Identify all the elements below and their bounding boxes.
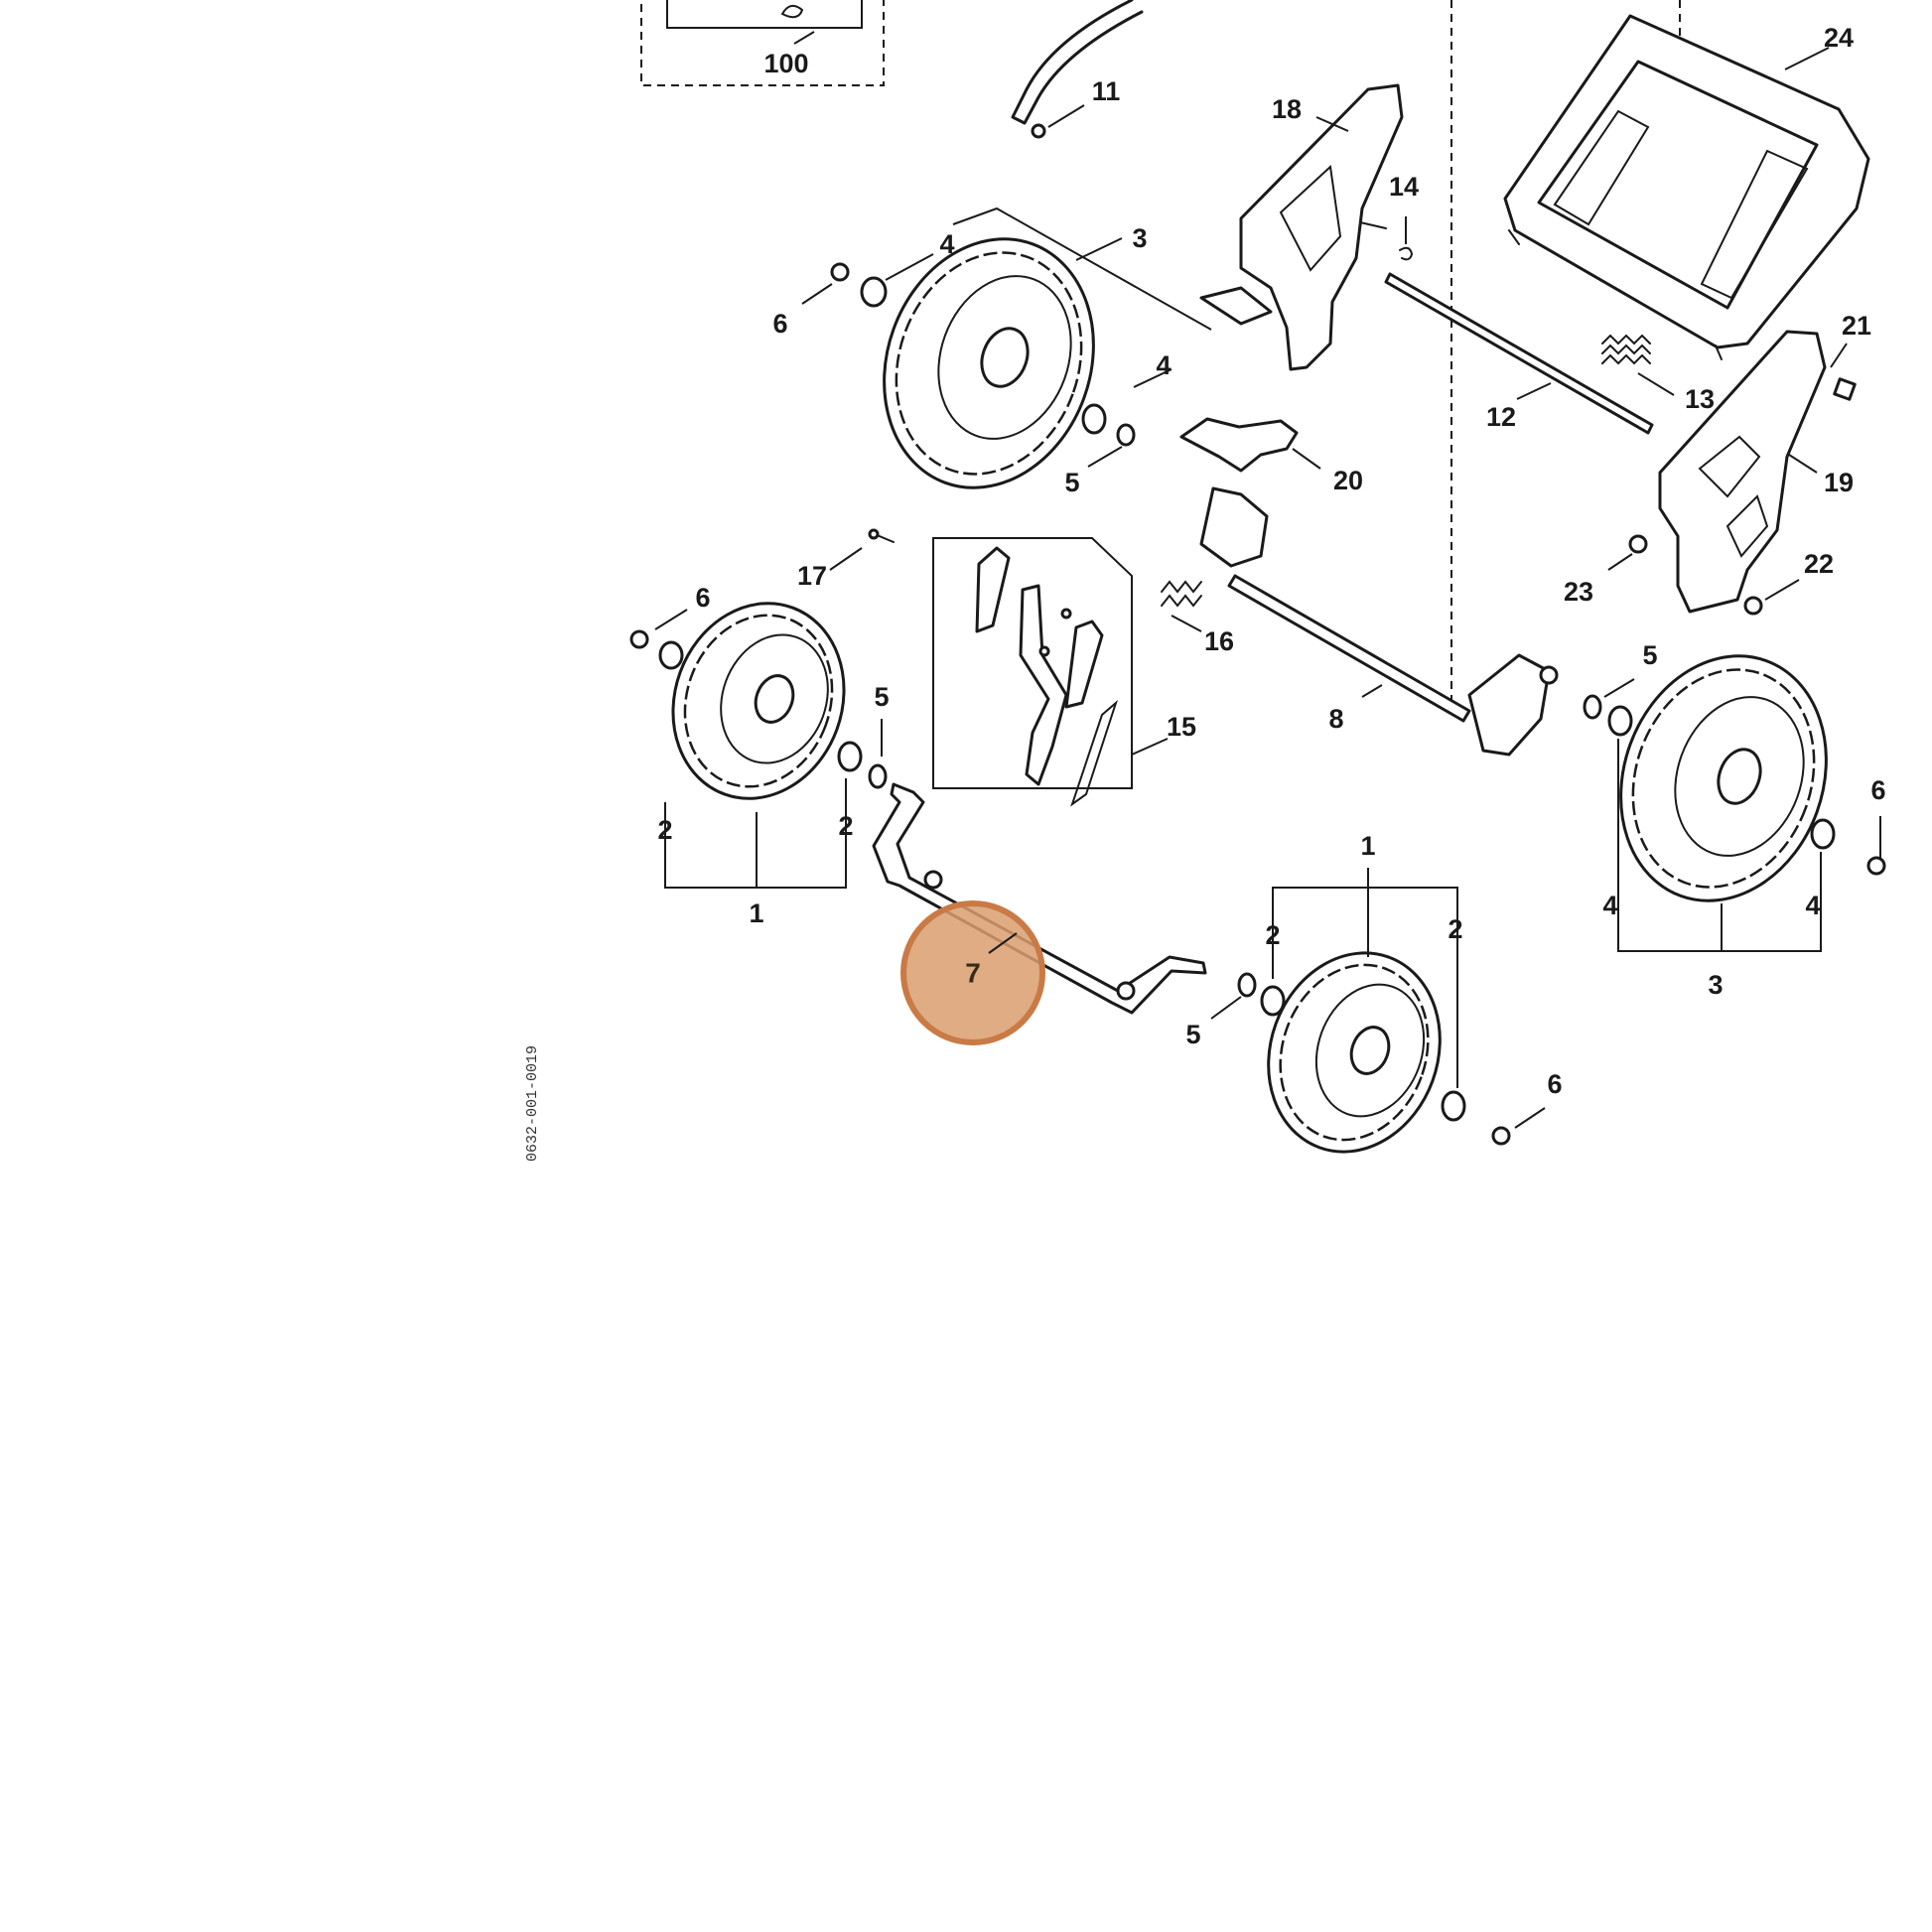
callout-1[interactable]: 1: [1360, 831, 1375, 861]
callout-19[interactable]: 19: [1824, 468, 1854, 497]
part-2-washer-b: [837, 741, 863, 772]
callout-6[interactable]: 6: [1870, 775, 1885, 805]
part-7-front-axle: [872, 782, 1207, 1015]
part-23-nut: [1628, 534, 1648, 554]
part-15-lever-inset: [932, 537, 1133, 807]
callout-14[interactable]: 14: [1389, 172, 1419, 202]
callout-16[interactable]: 16: [1204, 626, 1234, 656]
part-24-catcher-frame: [1503, 14, 1870, 360]
svg-text:0632-001-0019: 0632-001-0019: [524, 1045, 541, 1162]
callout-4[interactable]: 4: [1602, 891, 1617, 920]
callout-11[interactable]: 11: [1092, 76, 1121, 106]
part-4-washer-a: [860, 276, 888, 308]
callout-6[interactable]: 6: [772, 309, 787, 339]
callout-13[interactable]: 13: [1685, 384, 1715, 414]
callout-2[interactable]: 2: [838, 811, 853, 841]
callout-labels: 100 24 11 18 14 3 4 6 4 21 13 12 5 20 19…: [657, 23, 1885, 1099]
callout-5[interactable]: 5: [1642, 640, 1657, 670]
callout-2[interactable]: 2: [1448, 914, 1462, 944]
callout-21[interactable]: 21: [1842, 311, 1871, 341]
wheel-rear-right: [1619, 654, 1828, 902]
part-4-washer-c: [1607, 705, 1633, 737]
part-16-spring: [1161, 580, 1202, 608]
part-8-rear-axle: [1199, 486, 1559, 757]
callout-8[interactable]: 8: [1328, 704, 1343, 734]
part-19-bracket-right: [1658, 330, 1857, 614]
callout-18[interactable]: 18: [1272, 94, 1302, 124]
part-5-washer-d: [1583, 694, 1602, 720]
callout-1[interactable]: 1: [749, 898, 763, 928]
callout-4[interactable]: 4: [939, 229, 954, 259]
part-6-bolt-d: [1866, 856, 1886, 876]
part-2-washer-c: [1260, 985, 1286, 1017]
callout-12[interactable]: 12: [1486, 402, 1516, 432]
callout-2[interactable]: 2: [657, 815, 672, 845]
callout-4[interactable]: 4: [1156, 350, 1171, 380]
drawing-code: 0632-001-0019: [524, 1045, 541, 1162]
part-5-washer-a: [1116, 423, 1136, 447]
callout-3[interactable]: 3: [1132, 223, 1147, 253]
callout-4[interactable]: 4: [1805, 891, 1820, 920]
part-6-bolt-b: [629, 629, 649, 649]
part-5-washer-c: [1237, 972, 1257, 998]
part-22-bolt: [1743, 596, 1763, 616]
part-6-bolt-c: [1491, 1126, 1511, 1146]
callout-2[interactable]: 2: [1265, 920, 1280, 950]
wheel-front-left: [671, 602, 846, 800]
part-17-pin: [868, 528, 895, 543]
callout-22[interactable]: 22: [1804, 549, 1834, 579]
highlight-badge-label: 7: [965, 957, 981, 988]
callout-24[interactable]: 24: [1824, 23, 1854, 53]
callout-6[interactable]: 6: [1547, 1069, 1562, 1099]
highlight-badge-part-7[interactable]: 7: [900, 900, 1045, 1045]
callout-3[interactable]: 3: [1708, 970, 1723, 1000]
callout-15[interactable]: 15: [1167, 712, 1196, 742]
bracket-rear-right: [1617, 739, 1822, 952]
wheel-rear-left: [883, 237, 1095, 489]
part-20-plate: [1179, 417, 1299, 473]
callout-20[interactable]: 20: [1333, 466, 1363, 495]
part-5-washer-b: [868, 763, 888, 789]
callout-23[interactable]: 23: [1564, 577, 1593, 607]
part-4-washer-d: [1810, 818, 1836, 850]
bracket-front-right: [1272, 887, 1458, 1088]
part-11-handle: [1011, 0, 1144, 139]
callout-5[interactable]: 5: [874, 682, 889, 712]
part-2-washer-d: [1441, 1090, 1466, 1122]
part-14-clip: [1399, 246, 1414, 261]
callout-5[interactable]: 5: [1185, 1020, 1200, 1049]
inset-box-100: [640, 0, 885, 86]
wheel-front-right: [1267, 951, 1442, 1154]
part-13-spring: [1601, 334, 1651, 365]
part-18-bracket-left: [1199, 83, 1404, 371]
callout-100[interactable]: 100: [763, 49, 808, 78]
callout-17[interactable]: 17: [797, 561, 827, 591]
callout-5[interactable]: 5: [1064, 468, 1079, 497]
part-6-bolt-a: [830, 262, 850, 282]
callout-6[interactable]: 6: [695, 583, 710, 613]
part-12-axle-rod: [1384, 272, 1654, 435]
part-2-washer-a: [658, 640, 684, 670]
part-4-washer-b: [1081, 403, 1107, 435]
